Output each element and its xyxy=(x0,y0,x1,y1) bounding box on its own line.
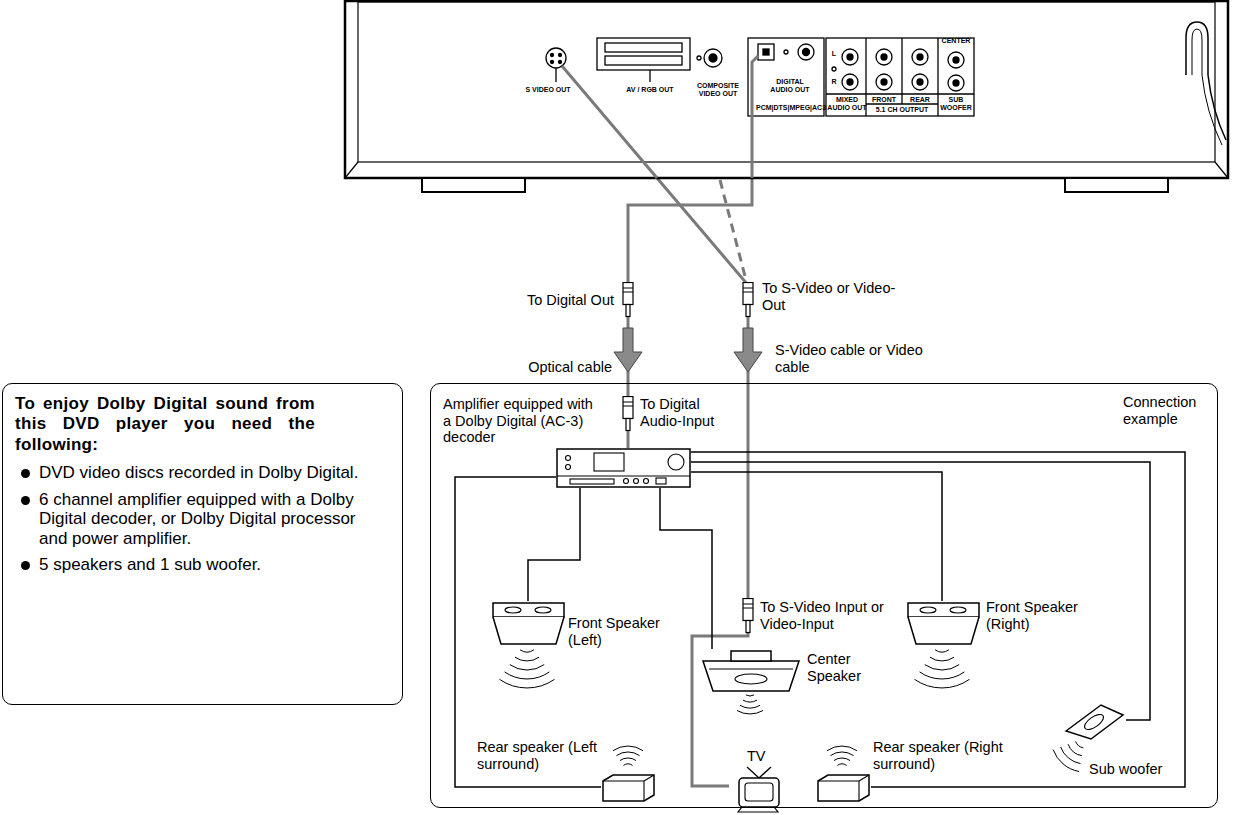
front-speaker-outline xyxy=(491,601,566,646)
sound-wave xyxy=(1068,744,1082,756)
cable-plug xyxy=(743,599,753,633)
cable-plug xyxy=(623,397,633,431)
connection-example-frame: Connection exampleAmplifier equipped wit… xyxy=(430,383,1218,808)
amplifier-label: Amplifier equipped with a Dolby Digital … xyxy=(443,396,593,446)
speaker-label: Rear speaker (Left surround) xyxy=(477,739,599,772)
tv-set-outline xyxy=(729,766,789,808)
port-label: CENTER xyxy=(939,37,973,45)
direction-arrow xyxy=(734,328,762,372)
connector-note: To S-Video or Video-Out xyxy=(762,280,902,313)
sound-wave xyxy=(620,758,636,761)
sound-wave xyxy=(930,657,954,661)
speaker-label: Front Speaker (Right) xyxy=(986,599,1086,632)
port-label: FRONT xyxy=(867,96,901,104)
subwoofer: Sub woofer xyxy=(1061,701,1126,741)
sound-wave xyxy=(617,752,640,756)
port-label: AV / RGB OUT xyxy=(622,86,678,94)
rear-speaker: Rear speaker (Left surround) xyxy=(601,773,656,803)
sound-wave xyxy=(920,672,965,679)
cable-plug xyxy=(743,283,753,317)
port-label: MIXED AUDIO OUT xyxy=(827,96,867,111)
port-label: R xyxy=(830,78,838,86)
rear-speaker: Rear speaker (Right surround) xyxy=(816,773,871,803)
speaker-label: Rear speaker (Right surround) xyxy=(873,739,1023,772)
speaker-wire xyxy=(691,472,942,601)
subwoofer-outline xyxy=(1061,701,1126,741)
requirements-box: To enjoy Dolby Digital sound from this D… xyxy=(2,383,403,705)
bullet-dot xyxy=(21,469,30,478)
sound-wave xyxy=(925,665,959,670)
sound-wave xyxy=(737,711,763,714)
sound-wave xyxy=(746,695,754,696)
cable-plug xyxy=(623,283,633,317)
speaker-wire xyxy=(660,488,712,649)
av-amplifier: Amplifier equipped with a Dolby Digital … xyxy=(556,448,691,488)
connector-note: To Digital Out xyxy=(500,292,614,309)
sound-wave xyxy=(827,746,857,751)
sound-wave xyxy=(500,679,555,688)
sound-wave xyxy=(505,672,550,679)
center-speaker: Center Speaker xyxy=(701,649,801,693)
dvd-player-body xyxy=(345,1,1228,192)
sound-wave xyxy=(834,758,850,761)
center-speaker-outline xyxy=(701,649,801,693)
requirements-heading: To enjoy Dolby Digital sound from this D… xyxy=(15,394,315,455)
front-speaker: Front Speaker (Left) xyxy=(491,601,566,646)
cable-label: S-Video cable or Video cable xyxy=(775,342,925,375)
sound-wave xyxy=(915,679,970,688)
speaker-label: Sub woofer xyxy=(1089,761,1179,778)
port-label: S VIDEO OUT xyxy=(524,86,572,94)
speaker-wire xyxy=(691,452,1185,787)
speaker-wire xyxy=(691,462,1150,720)
port-label: 5.1 CH OUTPUT xyxy=(867,106,937,114)
port-label: REAR xyxy=(903,96,937,104)
cable-inside-panel xyxy=(562,56,758,280)
tv-set: TV xyxy=(729,766,789,808)
sound-wave xyxy=(510,665,544,670)
frame-title: Connection example xyxy=(1123,394,1203,427)
dvd-player-rear-panel: S VIDEO OUT AV / RGB OUT COMPOSITE VIDEO O… xyxy=(345,0,1228,178)
rear-speaker-outline xyxy=(816,773,871,803)
sound-wave xyxy=(935,650,949,652)
front-speaker: Front Speaker (Right) xyxy=(906,601,981,646)
bullet-dot xyxy=(21,496,30,505)
requirement-item: 6 channel amplifier equipped with a Dolb… xyxy=(15,490,369,549)
sound-wave xyxy=(515,657,539,661)
av-amplifier-outline xyxy=(556,448,691,488)
connector-note: To Digital Audio-Input xyxy=(640,396,740,429)
cable-label: Optical cable xyxy=(490,359,612,376)
speaker-label: Center Speaker xyxy=(807,651,877,684)
port-label: L xyxy=(830,50,838,58)
speaker-wire xyxy=(528,488,580,601)
port-label: DIGITAL AUDIO OUT xyxy=(765,78,815,93)
port-label: SUB WOOFER xyxy=(939,96,973,111)
panel-connectors xyxy=(546,38,974,116)
direction-arrow xyxy=(614,328,642,372)
rear-speaker-outline xyxy=(601,773,656,803)
requirement-item: DVD video discs recorded in Dolby Digita… xyxy=(15,463,369,483)
port-label: PCM|DTS|MPEG|AC3 xyxy=(756,104,822,112)
sound-wave xyxy=(1061,747,1081,764)
requirement-text: DVD video discs recorded in Dolby Digita… xyxy=(39,463,358,482)
sound-wave xyxy=(837,764,846,765)
connector-note: To S-Video Input or Video-Input xyxy=(760,599,900,632)
bullet-dot xyxy=(21,561,30,570)
sound-wave xyxy=(520,650,534,652)
front-speaker-outline xyxy=(906,601,981,646)
sound-wave xyxy=(623,764,632,765)
sound-wave xyxy=(613,746,643,751)
requirement-text: 6 channel amplifier equipped with a Dolb… xyxy=(39,490,356,548)
speaker-label: Front Speaker (Left) xyxy=(568,615,668,648)
sound-wave xyxy=(1053,750,1079,772)
requirement-item: 5 speakers and 1 sub woofer. xyxy=(15,555,369,575)
requirement-text: 5 speakers and 1 sub woofer. xyxy=(39,555,261,574)
sound-wave xyxy=(1076,741,1084,747)
tv-label: TV xyxy=(747,748,777,765)
sound-wave xyxy=(740,705,760,708)
sound-wave xyxy=(831,752,854,756)
port-label: COMPOSITE VIDEO OUT xyxy=(696,82,740,97)
sound-wave xyxy=(743,700,757,702)
